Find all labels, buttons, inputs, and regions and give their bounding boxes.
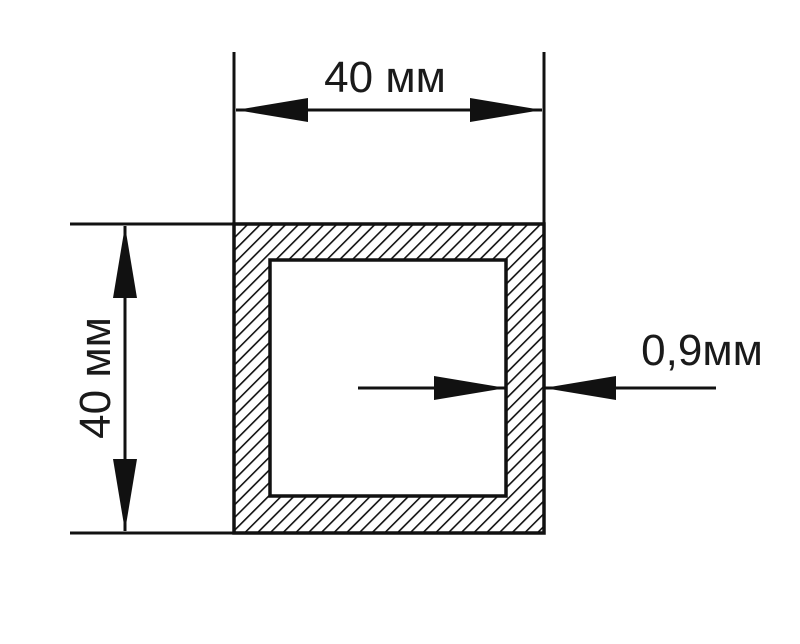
- width-arrow-left: [236, 98, 308, 122]
- thickness-arrow-right: [544, 376, 616, 400]
- width-arrow-right: [470, 98, 542, 122]
- width-label: 40 мм: [324, 53, 446, 102]
- height-arrow-bottom: [113, 459, 137, 531]
- height-arrow-top: [113, 226, 137, 298]
- thickness-arrow-left: [434, 376, 506, 400]
- height-label: 40 мм: [71, 317, 120, 439]
- thickness-label: 0,9мм: [641, 326, 763, 375]
- tube-wall-section: [232, 222, 546, 535]
